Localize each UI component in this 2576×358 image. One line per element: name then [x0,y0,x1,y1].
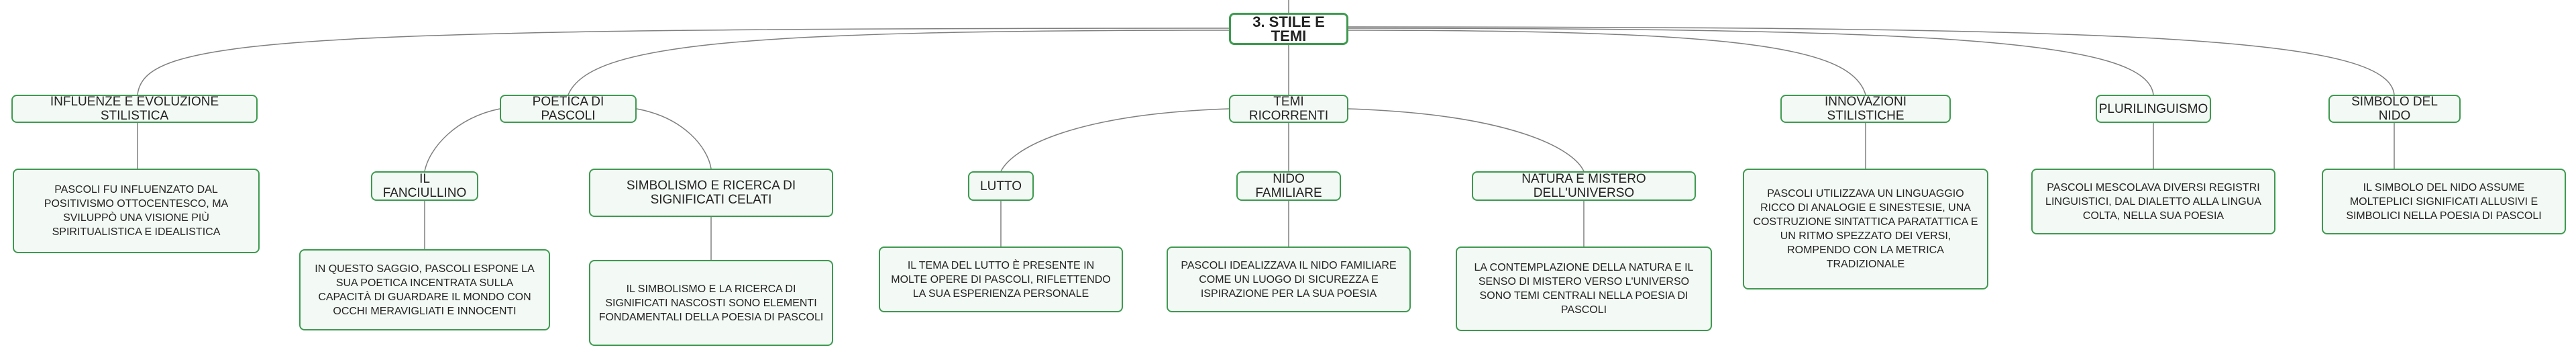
link-root-plurilinguismo [1348,28,2154,95]
topic-poetica[interactable]: POETICA DI PASCOLI [500,95,637,123]
topic-simbolo-nido[interactable]: SIMBOLO DEL NIDO [2328,95,2461,123]
subtopic-lutto[interactable]: LUTTO [968,171,1034,201]
desc-natura[interactable]: LA CONTEMPLAZIONE DELLA NATURA E IL SENS… [1456,247,1712,331]
subtopic-nido[interactable]: NIDO FAMILIARE [1236,171,1341,201]
desc-plurilinguismo[interactable]: PASCOLI MESCOLAVA DIVERSI REGISTRI LINGU… [2031,169,2275,234]
root-node[interactable]: 3. STILE E TEMI [1229,13,1348,45]
subtopic-fanciullino[interactable]: IL FANCIULLINO [371,171,478,201]
desc-simbolismo[interactable]: IL SIMBOLISMO E LA RICERCA DI SIGNIFICAT… [589,260,833,346]
desc-fanciullino[interactable]: IN QUESTO SAGGIO, PASCOLI ESPONE LA SUA … [299,249,550,330]
link-root-poetica [568,30,1230,95]
desc-simbolo-nido[interactable]: IL SIMBOLO DEL NIDO ASSUME MOLTEPLICI SI… [2322,169,2566,234]
link-temi-natura [1348,108,1585,172]
link-temi-lutto [1000,108,1230,172]
subtopic-natura[interactable]: NATURA E MISTERO DELL'UNIVERSO [1472,171,1696,201]
link-root-simbolo-nido [1348,26,2395,95]
link-poetica-fanciullino [424,108,500,172]
topic-plurilinguismo[interactable]: PLURILINGUISMO [2096,95,2211,123]
subtopic-simbolismo[interactable]: SIMBOLISMO E RICERCA DI SIGNIFICATI CELA… [589,169,833,217]
topic-innovazioni[interactable]: INNOVAZIONI STILISTICHE [1780,95,1951,123]
topic-influenze[interactable]: INFLUENZE E EVOLUZIONE STILISTICA [11,95,258,123]
desc-influenze[interactable]: PASCOLI FU INFLUENZATO DAL POSITIVISMO O… [13,169,260,253]
desc-nido[interactable]: PASCOLI IDEALIZZAVA IL NIDO FAMILIARE CO… [1167,247,1411,312]
link-root-innovazioni [1348,30,1866,95]
desc-innovazioni[interactable]: PASCOLI UTILIZZAVA UN LINGUAGGIO RICCO D… [1743,169,1988,289]
link-poetica-simbolismo [636,108,712,169]
topic-temi[interactable]: TEMI RICORRENTI [1229,95,1348,123]
desc-lutto[interactable]: IL TEMA DEL LUTTO È PRESENTE IN MOLTE OP… [879,247,1123,312]
link-root-influenze [137,28,1230,95]
